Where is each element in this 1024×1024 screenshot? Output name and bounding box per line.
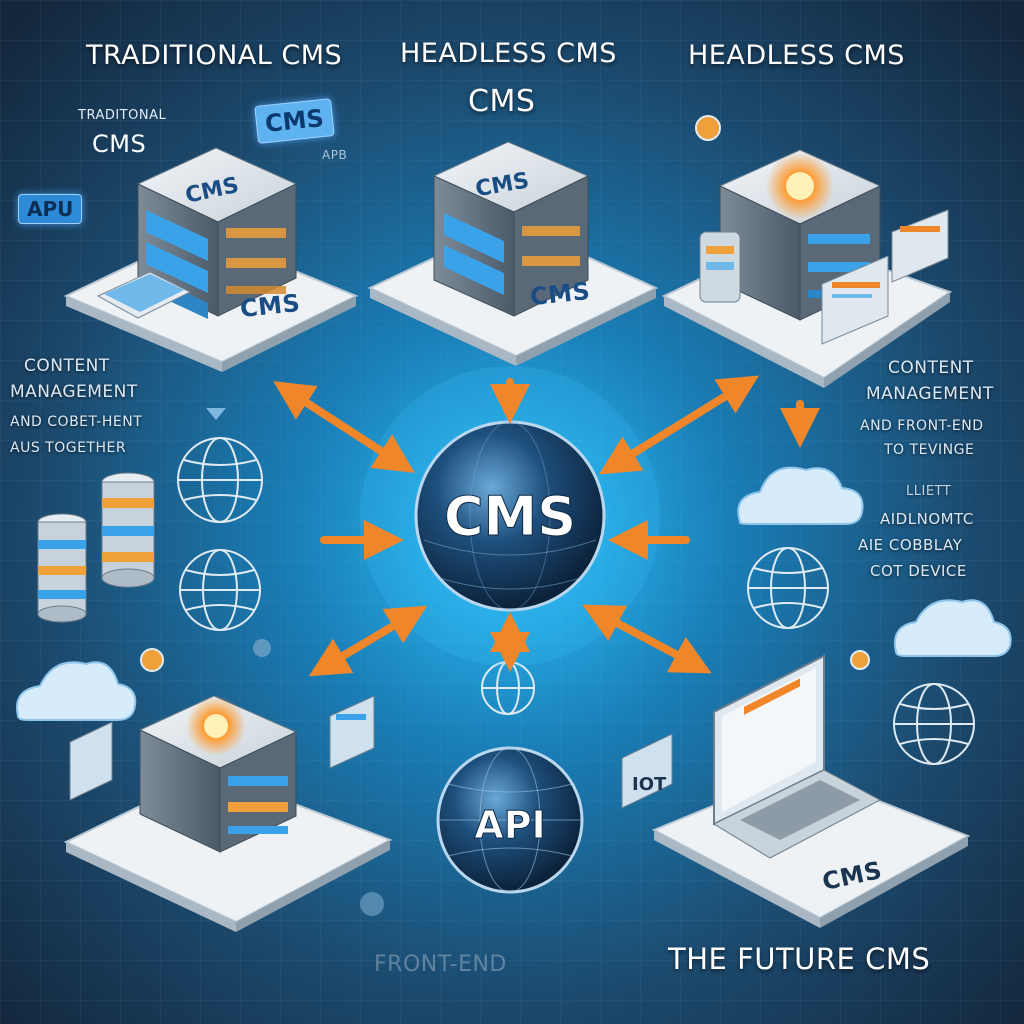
footer-future-cms: THE FUTURE CMS bbox=[668, 942, 931, 976]
title-traditional: TRADITIONAL CMS bbox=[86, 40, 343, 71]
right-content-line3: AND FRONT-END bbox=[860, 418, 984, 434]
left-content-line4: AUS TOGETHER bbox=[10, 440, 127, 456]
title-headless-sub: CMS bbox=[468, 84, 536, 119]
decorative-orbs bbox=[140, 115, 870, 916]
api-globe bbox=[436, 746, 584, 894]
server-icon bbox=[432, 141, 590, 317]
api-chip: APU bbox=[18, 194, 83, 224]
iot-screen-label: IOT bbox=[632, 774, 667, 795]
server-icon bbox=[138, 695, 298, 853]
database-icon bbox=[101, 472, 155, 588]
traditional-small-cms: CMS bbox=[92, 130, 147, 158]
iot-screen bbox=[621, 733, 673, 809]
laptop-icon bbox=[712, 654, 882, 859]
api-label: API bbox=[474, 803, 545, 847]
globe-icon bbox=[893, 683, 975, 765]
cloud-icon bbox=[16, 661, 137, 721]
right-extra-line2: AIDLNOMTC bbox=[880, 510, 974, 528]
screen-panels-icon bbox=[699, 209, 949, 345]
title-headless-right: HEADLESS CMS bbox=[688, 40, 905, 71]
arrow-icon bbox=[273, 375, 820, 677]
laptop-icon bbox=[96, 271, 192, 319]
server-icon bbox=[718, 149, 882, 321]
right-content-line4: TO TEVINGE bbox=[884, 442, 975, 458]
globe-icon bbox=[177, 437, 263, 523]
server-icon bbox=[136, 147, 298, 319]
apb-chip: APB bbox=[322, 148, 348, 162]
right-content-line1: CONTENT bbox=[888, 358, 974, 378]
right-extra-line1: LLIETT bbox=[906, 484, 952, 499]
globe-icon bbox=[179, 549, 261, 631]
side-panels-icon bbox=[69, 695, 375, 801]
cms-chip: CMS bbox=[254, 98, 335, 144]
cloud-icon bbox=[737, 466, 864, 525]
hub-cms-label: CMS bbox=[444, 485, 576, 548]
traditional-small-label: TRADITONAL bbox=[78, 108, 167, 123]
cloud-icon bbox=[894, 599, 1012, 657]
footer-frontend: FRONT-END bbox=[374, 952, 507, 977]
left-content-line2: MANAGEMENT bbox=[10, 382, 138, 402]
right-extra-line3: AIE COBBLAY bbox=[858, 536, 963, 554]
globe-icon bbox=[747, 547, 829, 629]
title-headless-center: HEADLESS CMS bbox=[400, 38, 617, 69]
right-content-line2: MANAGEMENT bbox=[866, 384, 994, 404]
right-extra-line4: COT DEVICE bbox=[870, 562, 967, 580]
left-content-line1: CONTENT bbox=[24, 356, 110, 376]
database-icon bbox=[37, 513, 87, 623]
left-content-line3: AND COBET-HENT bbox=[10, 414, 143, 430]
